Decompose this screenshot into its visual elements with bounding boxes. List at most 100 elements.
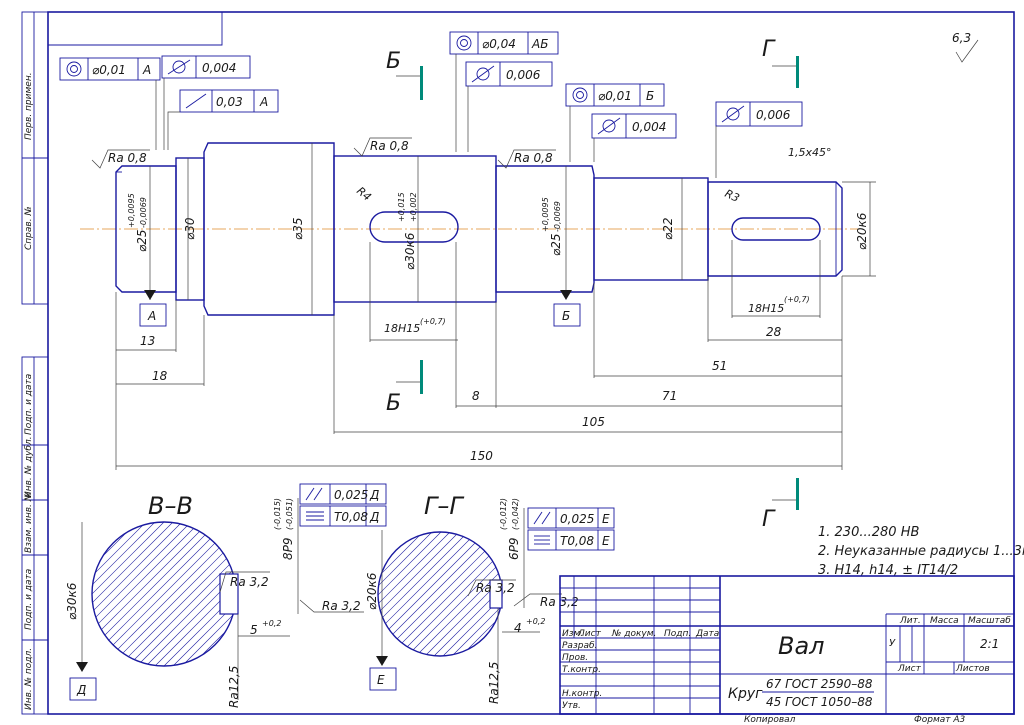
tb-format: Формат А3 xyxy=(914,715,966,725)
dim-d20k6: ⌀20к6 xyxy=(855,212,869,250)
section-vv-diameter: ⌀30к6 xyxy=(65,582,79,620)
tb-material-1: Круг xyxy=(728,686,763,702)
base-d-label: Д xyxy=(76,683,86,697)
side-stamp-4: Инв. № дубл. xyxy=(24,436,34,498)
top-stamp-box xyxy=(48,12,223,46)
section-g-top: Г xyxy=(762,37,776,62)
tb-header-date: Дата xyxy=(695,629,719,639)
drawing-frame xyxy=(47,11,1015,715)
tb-part-name: Вал xyxy=(778,632,825,660)
roughness-sec1c: Ra12,5 xyxy=(227,666,241,708)
section-gg-width-up: (-0,012) xyxy=(499,498,508,530)
general-roughness: 6,3 xyxy=(952,31,979,63)
tol-2-value: 0,004 xyxy=(202,61,236,75)
tb-row-1: Разраб. xyxy=(562,641,597,651)
dim-key1: 18H15 xyxy=(384,322,420,335)
tol-7-value: 0,004 xyxy=(632,120,666,134)
tolerance-frame-7: 0,004 xyxy=(591,113,677,139)
section-gg-title: Г–Г xyxy=(424,492,464,520)
tolerance-frame-6: ⌀0,01 Б xyxy=(565,83,665,107)
dim-18: 18 xyxy=(152,369,168,383)
dim-d25a: ⌀25 xyxy=(135,230,149,253)
section-vv-par: 0,025 xyxy=(334,488,368,502)
section-vv-width-lo: (-0,051) xyxy=(285,498,294,530)
tb-mass: Масса xyxy=(930,616,959,626)
section-gg-sym-base: Е xyxy=(602,534,610,548)
dim-d25b-lo: -0,0069 xyxy=(553,201,562,232)
tol-3-base: А xyxy=(259,95,268,109)
dim-71: 71 xyxy=(662,389,677,403)
tb-material-3: 45 ГОСТ 1050–88 xyxy=(766,695,873,709)
side-stamp-5: Взам. инв. № xyxy=(24,492,34,553)
dim-13: 13 xyxy=(140,334,155,348)
note-2: 2. Неуказанные радиусы 1...3мм xyxy=(818,544,1024,559)
dim-105: 105 xyxy=(582,415,605,429)
tb-material-2: 67 ГОСТ 2590–88 xyxy=(766,677,873,691)
side-stamp-2: Справ. № xyxy=(24,206,34,250)
tol-6-base: Б xyxy=(646,89,654,103)
dim-28: 28 xyxy=(766,325,782,339)
tb-scale: Масштаб xyxy=(968,616,1011,626)
note-3: 3. H14, h14, ± IT14/2 xyxy=(818,563,958,578)
section-gg-depth: 4 xyxy=(514,621,522,635)
section-g-bottom: Г xyxy=(762,507,776,532)
dim-chamfer: 1,5x45° xyxy=(788,146,832,159)
roughness-key-2: Ra 3,2 xyxy=(322,599,361,613)
section-gg-width-lo: (-0,042) xyxy=(511,498,520,530)
tb-header-sign: Подп. xyxy=(664,629,691,639)
tb-row-3: Т.контр. xyxy=(562,665,601,675)
roughness-key-1: Ra 3,2 xyxy=(230,575,269,589)
roughness-key-3: Ra 3,2 xyxy=(476,581,515,595)
tb-header-list: Лист xyxy=(577,629,602,639)
dim-8: 8 xyxy=(472,389,480,403)
tb-row-6: Утв. xyxy=(562,701,581,711)
dim-d25a-lo: -0,0069 xyxy=(139,197,148,228)
dim-d35: ⌀35 xyxy=(291,218,305,241)
section-marker-b: Б Б xyxy=(386,49,423,416)
tb-sheets: Листов xyxy=(955,664,990,674)
section-gg-par: 0,025 xyxy=(560,512,594,526)
dim-key2-tol: (+0,7) xyxy=(784,295,810,304)
section-gg-width: 6P9 xyxy=(507,537,521,560)
diameter-dim-lines xyxy=(149,143,876,315)
dim-d30k6: ⌀30к6 xyxy=(403,232,417,270)
tb-row-5: Н.контр. xyxy=(562,689,602,699)
roughness-r3: Ra 0,8 xyxy=(514,151,553,165)
section-vv-sym-base: Д xyxy=(369,510,379,524)
technical-notes: 1. 230...280 HB 2. Неуказанные радиусы 1… xyxy=(818,525,1024,578)
tb-scale-value: 2:1 xyxy=(980,637,999,651)
tb-lit-value: У xyxy=(889,638,896,649)
side-stamp-3: Подп. и дата xyxy=(24,374,34,435)
tolerance-frame-5: 0,006 xyxy=(465,61,553,87)
tol-3-value: 0,03 xyxy=(216,95,243,109)
section-vv-sym: T0,08 xyxy=(334,510,368,524)
dim-d30k6-lo: +0,002 xyxy=(409,192,418,222)
tolerance-frame-8: 0,006 xyxy=(715,101,803,127)
base-e-label: Е xyxy=(377,673,385,687)
section-marker-g: Г Г xyxy=(762,37,799,532)
dim-key1-tol: (+0,7) xyxy=(420,317,446,326)
tb-copied: Копировал xyxy=(744,715,796,725)
section-vv-par-base: Д xyxy=(369,488,379,502)
dim-d22: ⌀22 xyxy=(661,218,675,241)
dimension-lines xyxy=(115,240,843,470)
side-stamp-1: Перв. примен. xyxy=(24,72,34,140)
tol-5-value: 0,006 xyxy=(506,68,541,82)
dim-d25b-up: +0,0095 xyxy=(541,197,550,232)
tol-1-base: А xyxy=(142,63,151,77)
section-vv-depth-tol: +0,2 xyxy=(262,619,281,628)
base-a: А xyxy=(139,290,167,327)
roughness-r1: Ra 0,8 xyxy=(108,151,147,165)
roughness-marks: Ra 0,8 Ra 0,8 Ra 0,8 xyxy=(91,137,556,169)
note-1: 1. 230...280 HB xyxy=(818,525,919,540)
base-b-label: Б xyxy=(562,309,570,323)
section-vv-title: В–В xyxy=(148,492,193,520)
tb-row-2: Пров. xyxy=(562,653,588,663)
dim-d30: ⌀30 xyxy=(183,217,197,240)
dim-150: 150 xyxy=(470,449,493,463)
section-gg-par-base: Е xyxy=(602,512,610,526)
dim-51: 51 xyxy=(712,359,727,373)
section-gg-depth-tol: +0,2 xyxy=(526,617,545,626)
dim-d30k6-up: +0,015 xyxy=(397,192,406,222)
